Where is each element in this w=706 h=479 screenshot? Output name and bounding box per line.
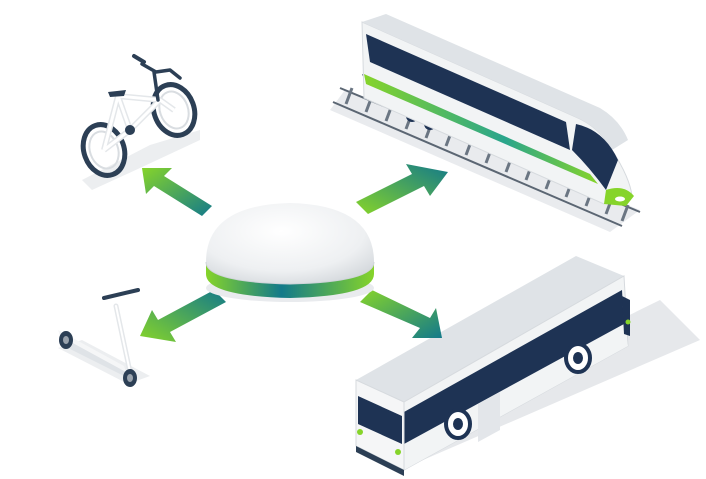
arrow-down-left-icon xyxy=(140,290,226,342)
arrow-up-right-icon xyxy=(356,164,448,214)
high-speed-train-icon xyxy=(330,14,641,232)
kick-scooter-icon xyxy=(58,288,150,387)
bus-icon xyxy=(355,256,700,476)
arrow-down-right-icon xyxy=(360,290,442,338)
arrow-up-left-icon xyxy=(142,168,212,216)
bicycle-icon xyxy=(80,54,200,190)
dome-hub-icon xyxy=(205,203,375,302)
